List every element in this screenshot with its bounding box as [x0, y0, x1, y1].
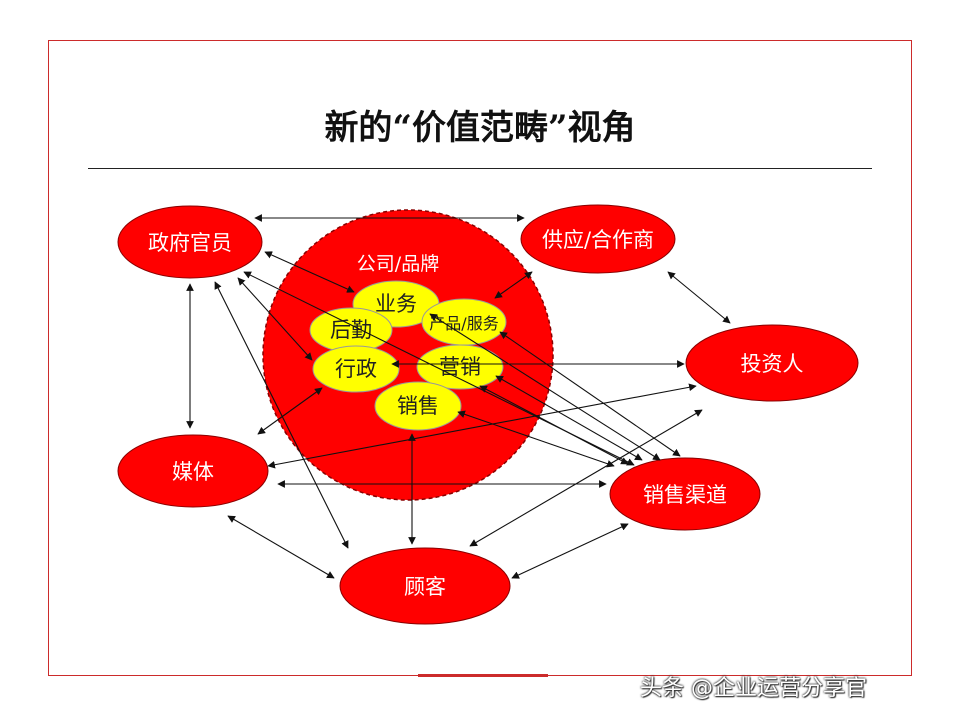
node-investor-label: 投资人: [741, 352, 804, 376]
node-channel-label: 销售渠道: [643, 483, 727, 507]
page-title: 新的“价值范畴”视角: [324, 108, 636, 148]
inner-business-label: 业务: [375, 292, 417, 316]
relationship-arrows: [186, 214, 731, 579]
node-media: 媒体: [117, 434, 269, 508]
inner-products: 产品/服务: [421, 298, 507, 346]
source-watermark: 头条 @企业运营分享官: [640, 676, 867, 701]
arrow-sales-channel: [457, 410, 615, 468]
arrow-supplier-investor: [667, 271, 731, 324]
node-customer-label: 顾客: [404, 575, 446, 599]
arrow-supplier-products: [494, 271, 533, 299]
inner-admin-label: 行政: [335, 357, 377, 381]
company-label: 公司/品牌: [357, 253, 439, 275]
inner-admin: 行政: [312, 345, 400, 393]
arrow-media-customer: [227, 515, 335, 579]
node-supplier: 供应/合作商: [520, 204, 676, 274]
node-government: 政府官员: [117, 205, 263, 279]
node-channel: 销售渠道: [609, 457, 761, 531]
inner-logistics-label: 后勤: [330, 318, 372, 342]
inner-logistics: 后勤: [309, 307, 393, 353]
inner-products-label: 产品/服务: [429, 314, 498, 333]
inner-sales-label: 销售: [397, 394, 439, 418]
node-investor: 投资人: [685, 324, 859, 402]
node-customer: 顾客: [339, 547, 511, 625]
inner-marketing-label: 营销: [439, 355, 481, 379]
node-media-label: 媒体: [172, 460, 214, 484]
bottom-accent: [418, 674, 548, 677]
title-divider: [88, 168, 872, 169]
arrow-customer-channel: [511, 523, 629, 579]
node-supplier-label: 供应/合作商: [542, 228, 654, 252]
node-government-label: 政府官员: [148, 231, 232, 255]
inner-sales: 销售: [374, 381, 462, 431]
